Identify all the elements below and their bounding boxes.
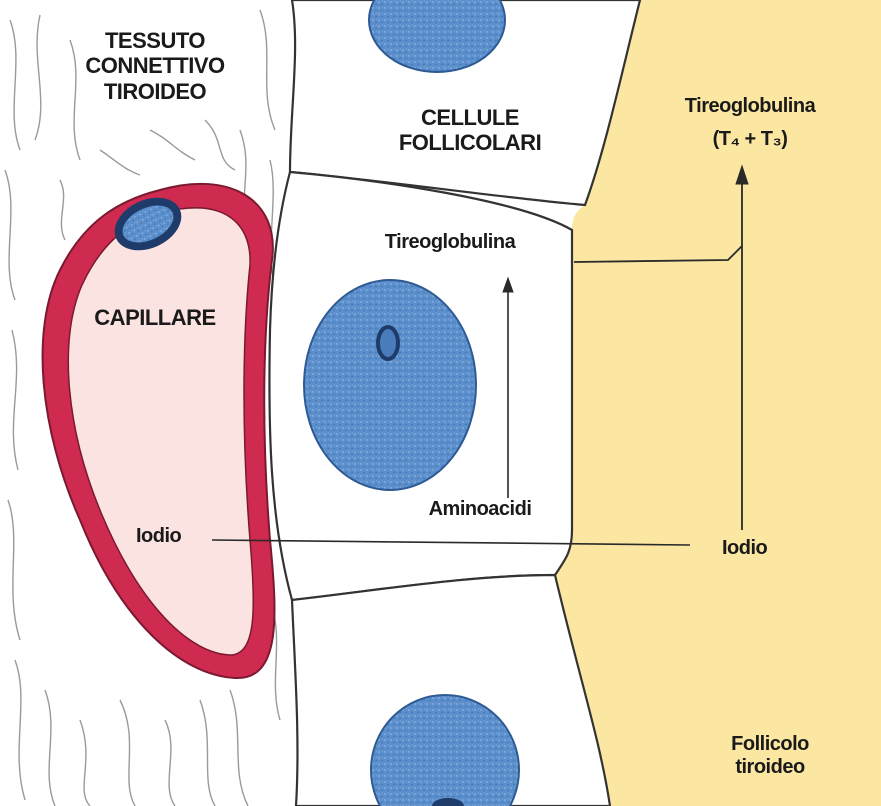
connective-label-line2: CONNETTIVO — [75, 53, 235, 78]
nucleolus — [378, 327, 398, 359]
connective-tissue-label: TESSUTO CONNETTIVO TIROIDEO — [75, 28, 235, 104]
iodine-right-label: Iodio — [722, 537, 767, 560]
thyroglobulin-cell-label: Tireoglobulina — [365, 231, 535, 254]
nucleus-middle — [304, 280, 476, 490]
follicular-label-line2: FOLLICOLARI — [385, 130, 555, 155]
capillary-label: CAPILLARE — [80, 305, 230, 330]
capillary — [43, 184, 275, 678]
connective-label-line3: TIROIDEO — [75, 79, 235, 104]
follicular-label-line1: CELLULE — [385, 105, 555, 130]
connective-label-line1: TESSUTO — [75, 28, 235, 53]
follicle-label: Follicolo tiroideo — [695, 733, 845, 779]
follicular-cells-label: CELLULE FOLLICOLARI — [385, 105, 555, 156]
aminoacids-label: Aminoacidi — [405, 498, 555, 521]
hormones-label: (T₄ + T₃) — [670, 128, 830, 151]
follicle-label-line2: tiroideo — [695, 756, 845, 779]
iodine-left-label: Iodio — [136, 525, 181, 548]
follicle-label-line1: Follicolo — [695, 733, 845, 756]
thyroglobulin-colloid-label: Tireoglobulina — [660, 95, 840, 118]
